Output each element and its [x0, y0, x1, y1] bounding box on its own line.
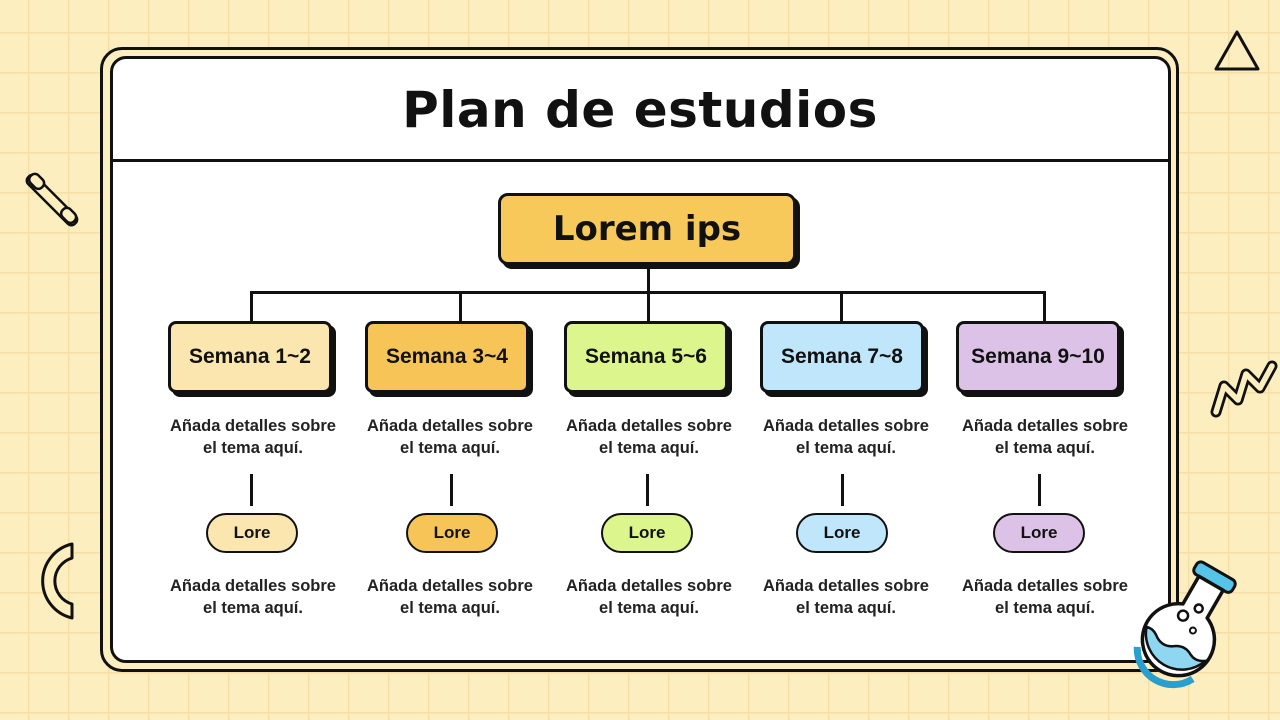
connector-week-5	[1043, 291, 1046, 322]
week-box-5: Semana 9~10	[956, 321, 1120, 393]
week-3-pill: Lore	[601, 513, 693, 553]
root-topic-box: Lorem ips	[498, 193, 796, 265]
crescent-icon	[41, 542, 74, 620]
title-divider	[113, 159, 1168, 162]
week-4-connector	[841, 474, 844, 506]
week-box-1: Semana 1~2	[168, 321, 332, 393]
percent-icon	[25, 172, 79, 227]
week-box-3: Semana 5~6	[564, 321, 728, 393]
flask-icon	[1133, 560, 1237, 689]
connector-week-2	[459, 291, 462, 322]
week-2-connector	[450, 474, 453, 506]
week-3-connector	[646, 474, 649, 506]
zigzag-icon	[1210, 360, 1278, 418]
week-5-pill: Lore	[993, 513, 1085, 553]
connector-week-1	[250, 291, 253, 322]
connector-root-down	[647, 266, 650, 294]
week-1-connector	[250, 474, 253, 506]
week-box-2: Semana 3~4	[365, 321, 529, 393]
page-title: Plan de estudios	[402, 81, 878, 139]
week-1-pill: Lore	[206, 513, 298, 553]
triangle-icon	[1214, 30, 1260, 71]
week-4-pill: Lore	[796, 513, 888, 553]
week-2-pill: Lore	[406, 513, 498, 553]
week-5-connector	[1038, 474, 1041, 506]
week-box-4: Semana 7~8	[760, 321, 924, 393]
connector-week-4	[840, 291, 843, 322]
connector-week-3	[647, 291, 650, 322]
